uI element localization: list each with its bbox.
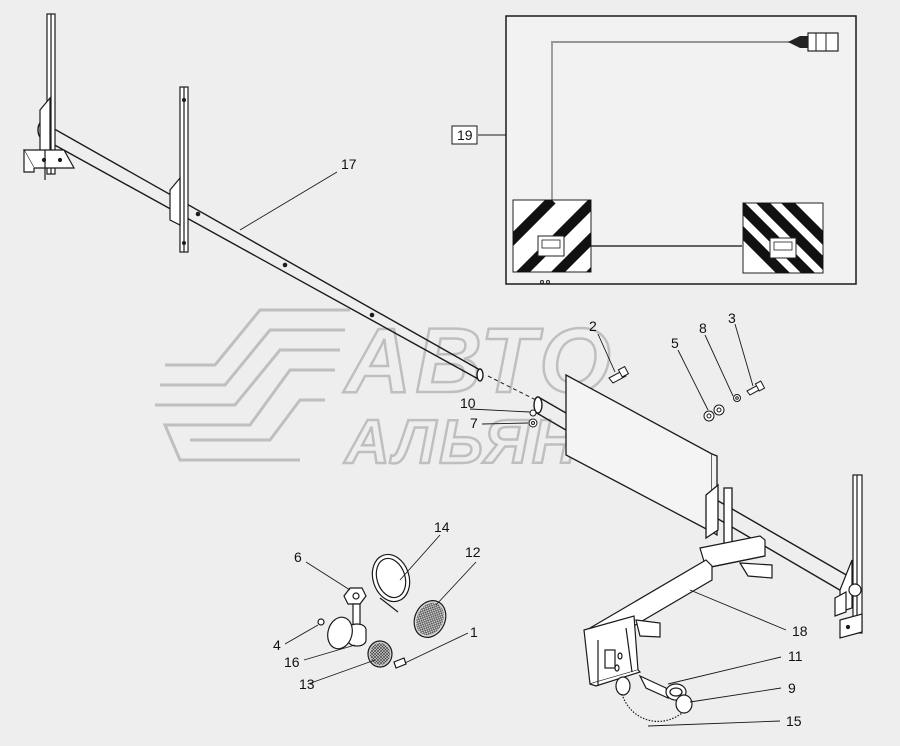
part-label: 5 [671,335,679,351]
part-label: 10 [460,395,476,411]
inset-ref-box [451,125,478,145]
part-label: 17 [341,156,357,172]
part-label: 2 [589,318,597,334]
part-label: 6 [294,549,302,565]
part-label: 4 [273,637,281,653]
part-labels: 17 2 3 8 5 10 7 18 11 9 15 6 14 12 1 4 1… [273,156,808,729]
watermark-logo-icon [155,308,350,462]
part-label: 16 [284,654,300,670]
washer-icon [529,409,537,417]
part-label: 11 [788,648,803,664]
part-label: 14 [434,519,450,535]
leader-lines [239,171,787,727]
part-label: 3 [728,310,736,326]
license-plate-bracket [565,373,733,563]
pin-with-chain [615,674,693,722]
marker-plate-right [742,202,824,274]
part-label: 8 [699,320,707,336]
part-label: 9 [788,680,796,696]
bracket-post-right [834,474,863,639]
part-label: 15 [786,713,802,729]
part-label: 13 [299,676,315,692]
inset-wiring [505,15,857,285]
part-label: 7 [470,415,478,431]
part-label: 18 [792,623,808,639]
bracket-post-middle [169,86,189,253]
connector-plug-icon [788,32,839,52]
bracket-post-left [22,13,76,180]
part-label: 12 [465,544,481,560]
fasteners [528,365,766,428]
support-bracket [583,535,773,687]
part-label: 1 [470,624,478,640]
inset-ref-label: 19 [457,127,473,143]
marker-plate-left [512,199,592,284]
watermark: АВТО АЛЬЯНС [155,308,626,478]
